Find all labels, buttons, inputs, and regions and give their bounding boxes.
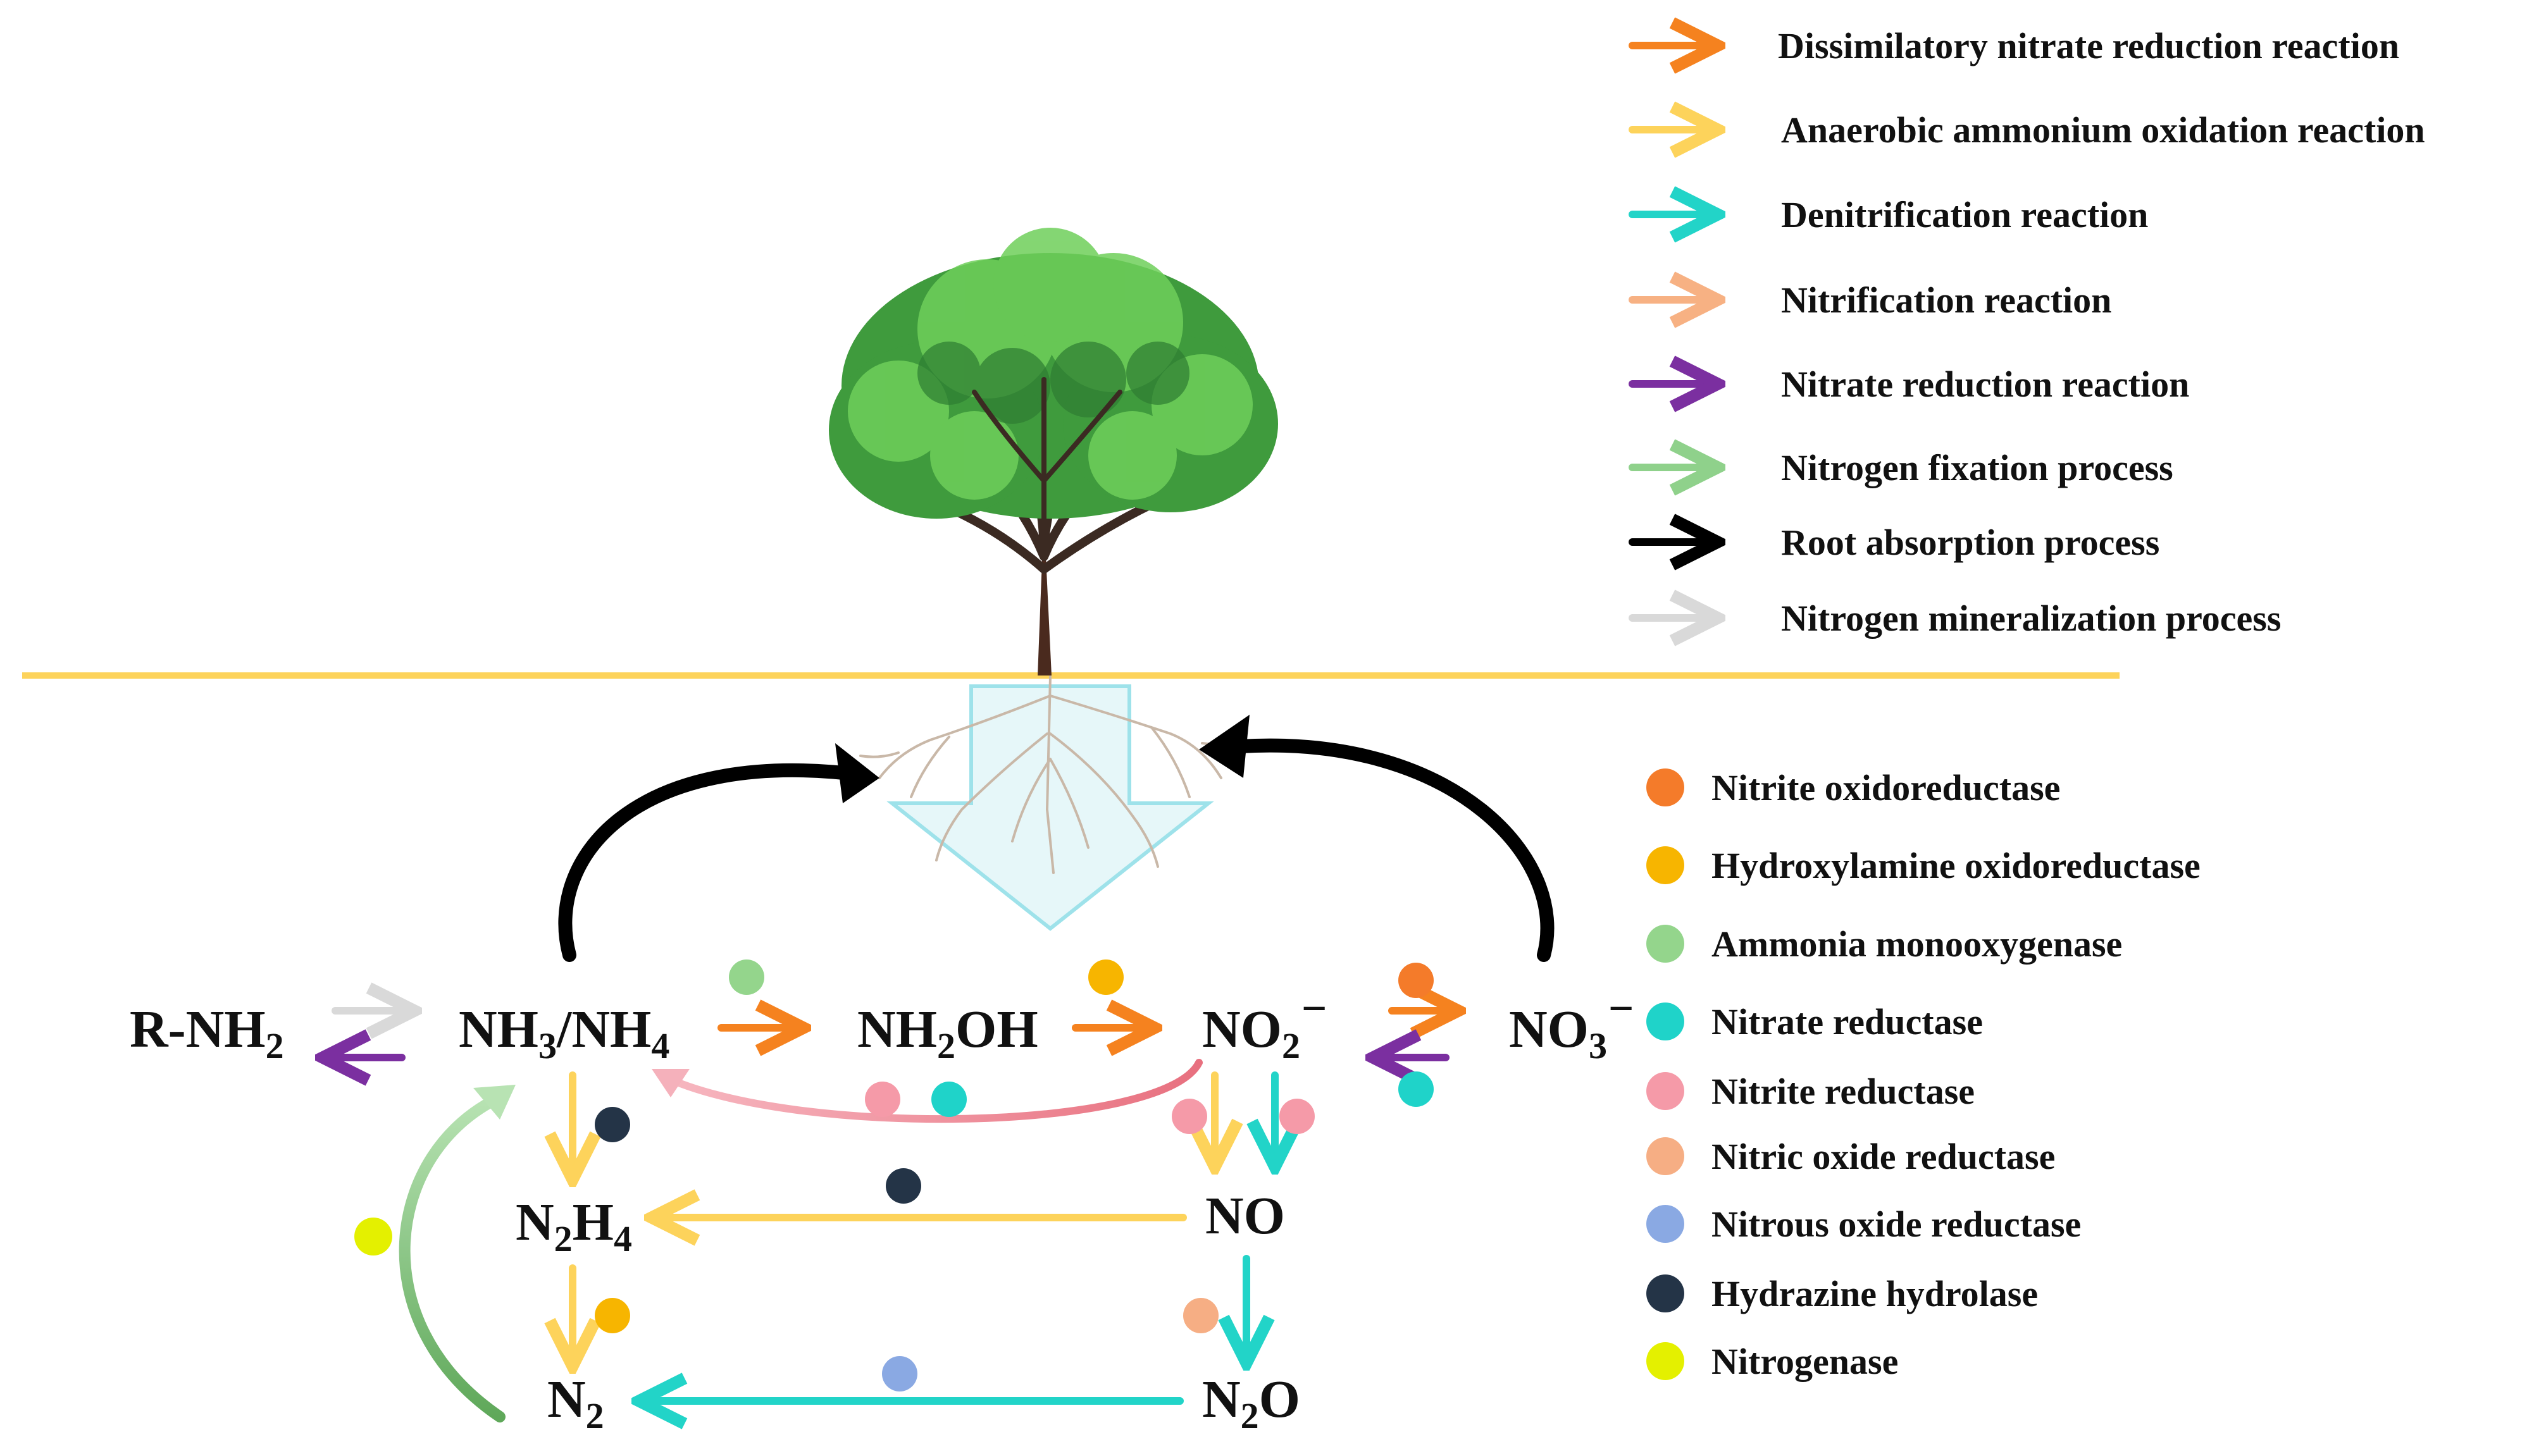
species-nh2oh: NH2OH bbox=[857, 1000, 1038, 1066]
dot-hydrazine-hydrolase-top bbox=[595, 1107, 630, 1142]
reaction-legend-label: Nitrogen fixation process bbox=[1781, 447, 2173, 488]
enzyme-legend-dot bbox=[1646, 925, 1684, 963]
reaction-legend-item: Nitrification reaction bbox=[1629, 280, 2111, 321]
enzyme-legend-dot bbox=[1646, 1072, 1684, 1110]
reaction-legend: Dissimilatory nitrate reduction reaction… bbox=[1629, 25, 2425, 639]
enzyme-legend-dot bbox=[1646, 1274, 1684, 1312]
nitrite-to-ammonium-curve bbox=[657, 1059, 1203, 1123]
reaction-legend-label: Nitrification reaction bbox=[1781, 280, 2111, 321]
reaction-legend-label: Nitrogen mineralization process bbox=[1781, 598, 2281, 639]
enzyme-legend-dot bbox=[1646, 1342, 1684, 1380]
dot-ammonia-monooxygenase bbox=[729, 959, 764, 995]
reaction-legend-item: Nitrogen mineralization process bbox=[1629, 598, 2281, 639]
arrowhead-left bbox=[835, 743, 879, 803]
species-n2: N2 bbox=[547, 1370, 604, 1436]
reaction-legend-item: Denitrification reaction bbox=[1629, 194, 2148, 235]
enzyme-legend-item: Nitrous oxide reductase bbox=[1646, 1204, 2081, 1245]
enzyme-legend-label: Nitrogenase bbox=[1711, 1341, 1898, 1382]
reaction-legend-label: Dissimilatory nitrate reduction reaction bbox=[1778, 25, 2399, 66]
enzyme-legend-dot bbox=[1646, 1003, 1684, 1040]
green-arrowhead bbox=[473, 1085, 516, 1120]
dot-nitrogenase bbox=[354, 1218, 392, 1255]
species-n2h4: N2H4 bbox=[516, 1193, 632, 1259]
dot-nitrite-oxidoreductase bbox=[1398, 963, 1434, 998]
dot-nitric-oxide-reductase bbox=[1183, 1298, 1219, 1333]
dot-nitrate-reductase-curve bbox=[931, 1082, 967, 1117]
enzyme-legend-item: Nitric oxide reductase bbox=[1646, 1136, 2055, 1177]
enzyme-legend-label: Hydrazine hydrolase bbox=[1711, 1273, 2038, 1314]
dot-nitrite-reductase-right bbox=[1279, 1099, 1315, 1134]
enzyme-legend-label: Hydroxylamine oxidoreductase bbox=[1711, 845, 2201, 886]
species-no3: NO3⁻ bbox=[1509, 989, 1635, 1066]
enzyme-legend-label: Nitrite oxidoreductase bbox=[1711, 767, 2060, 808]
enzyme-legend-item: Nitrite oxidoreductase bbox=[1646, 767, 2060, 808]
pink-arrowhead bbox=[652, 1069, 690, 1097]
reaction-legend-label: Root absorption process bbox=[1781, 522, 2159, 563]
dot-nitrite-reductase-curve bbox=[865, 1082, 900, 1117]
enzyme-legend-label: Nitrate reductase bbox=[1711, 1001, 1983, 1042]
enzyme-legend-label: Nitrite reductase bbox=[1711, 1071, 1975, 1112]
dot-nitrate-reductase bbox=[1398, 1071, 1434, 1107]
enzyme-dots bbox=[354, 959, 1434, 1391]
enzyme-legend-dot bbox=[1646, 768, 1684, 806]
reaction-legend-item: Dissimilatory nitrate reduction reaction bbox=[1629, 25, 2399, 66]
enzyme-legend-label: Ammonia monooxygenase bbox=[1711, 923, 2122, 965]
dot-hydroxylamine-oxidoreductase bbox=[1088, 959, 1124, 995]
reaction-legend-label: Nitrate reduction reaction bbox=[1781, 364, 2189, 405]
enzyme-legend-item: Nitrite reductase bbox=[1646, 1071, 1975, 1112]
enzyme-legend-label: Nitric oxide reductase bbox=[1711, 1136, 2055, 1177]
enzyme-legend-label: Nitrous oxide reductase bbox=[1711, 1204, 2081, 1245]
reaction-legend-label: Denitrification reaction bbox=[1781, 194, 2148, 235]
dot-nitrous-oxide-reductase bbox=[882, 1356, 917, 1391]
tree-icon bbox=[829, 228, 1278, 676]
root-absorption-curve-left bbox=[558, 763, 867, 962]
enzyme-legend-item: Ammonia monooxygenase bbox=[1646, 923, 2122, 965]
enzyme-legend-item: Nitrogenase bbox=[1646, 1341, 1898, 1382]
reaction-legend-item: Nitrate reduction reaction bbox=[1629, 364, 2189, 405]
enzyme-legend-item: Hydrazine hydrolase bbox=[1646, 1273, 2038, 1314]
dot-nitrite-reductase-left bbox=[1172, 1099, 1207, 1134]
root-absorption-arrow bbox=[886, 684, 1214, 931]
enzyme-legend-item: Nitrate reductase bbox=[1646, 1001, 1983, 1042]
species-no: NO bbox=[1205, 1187, 1285, 1245]
enzyme-legend-dot bbox=[1646, 846, 1684, 884]
reaction-legend-item: Nitrogen fixation process bbox=[1629, 447, 2173, 488]
enzyme-legend-dot bbox=[1646, 1137, 1684, 1175]
enzyme-legend-item: Hydroxylamine oxidoreductase bbox=[1646, 845, 2201, 886]
reaction-legend-item: Anaerobic ammonium oxidation reaction bbox=[1629, 109, 2425, 151]
species-rnh2: R-NH2 bbox=[130, 1000, 284, 1066]
roots-icon bbox=[859, 676, 1241, 874]
species-n2o: N2O bbox=[1202, 1370, 1300, 1436]
enzyme-legend-dot bbox=[1646, 1205, 1684, 1243]
species-nh3-nh4: NH3/NH4 bbox=[459, 1000, 669, 1066]
dot-hydroxylamine-oxidoreductase-low bbox=[595, 1298, 630, 1333]
reaction-legend-item: Root absorption process bbox=[1629, 522, 2159, 563]
arrowhead-right bbox=[1199, 715, 1250, 778]
dot-hydrazine-hydrolase-mid bbox=[886, 1168, 921, 1204]
reaction-legend-label: Anaerobic ammonium oxidation reaction bbox=[1781, 109, 2425, 151]
nitrogen-fixation-curve bbox=[399, 1092, 506, 1422]
root-absorption-curve-right bbox=[1233, 738, 1555, 962]
species-no2: NO2⁻ bbox=[1202, 989, 1328, 1066]
